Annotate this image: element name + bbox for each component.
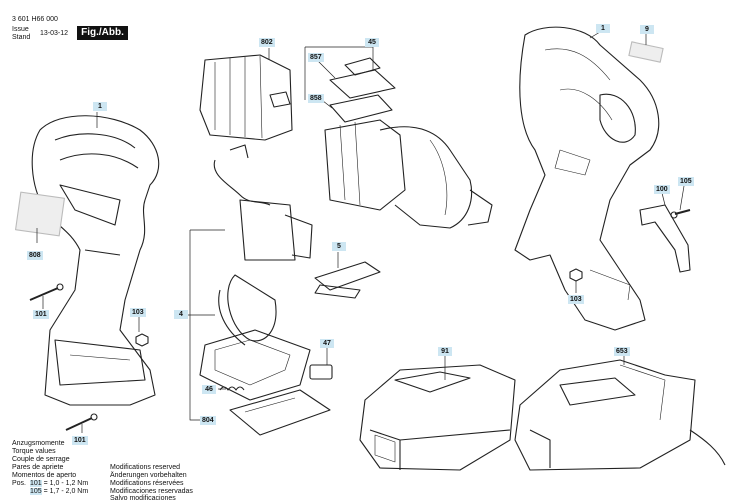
pos2-num: 105	[30, 488, 42, 495]
stand-label: Stand	[12, 34, 31, 41]
housing-right-drawing	[514, 26, 660, 331]
pos1-num: 101	[30, 480, 42, 487]
mod-de: Änderungen vorbehalten	[110, 472, 187, 479]
pos-label: Pos.	[12, 480, 27, 487]
gearbox-drawing	[324, 119, 406, 211]
callout-103-a: 103	[130, 308, 146, 317]
battery-drawing	[359, 364, 516, 471]
callout-808: 808	[27, 251, 43, 260]
pos1-value: = 1,0 - 1,2 Nm	[43, 480, 89, 487]
charger-drawing	[514, 359, 696, 471]
callout-105: 105	[678, 177, 694, 186]
callout-100: 100	[654, 185, 670, 194]
issue-label: Issue	[12, 26, 29, 33]
torque-de: Anzugsmomente	[12, 440, 65, 447]
callout-1-left: 1	[93, 102, 107, 111]
callout-857: 857	[308, 53, 324, 62]
mod-fr: Modifications réservées	[110, 480, 184, 487]
torque-fr: Couple de serrage	[12, 456, 70, 463]
callout-46: 46	[202, 385, 216, 394]
callout-9: 9	[640, 25, 654, 34]
callout-4: 4	[174, 310, 188, 319]
figure-label: Fig./Abb. 1	[77, 26, 128, 52]
callout-804: 804	[200, 416, 216, 425]
mod-pt: Salvo modificaciones	[110, 495, 176, 502]
callout-101-b: 101	[72, 436, 88, 445]
callout-103-b: 103	[568, 295, 584, 304]
mod-es: Modificaciones reservadas	[110, 488, 193, 495]
housing-left-drawing	[31, 115, 160, 406]
callout-858: 858	[308, 94, 324, 103]
callout-5: 5	[332, 242, 346, 251]
switch-drawing	[239, 199, 296, 261]
issue-date: 13-03-12	[40, 30, 69, 37]
callout-1-right: 1	[596, 24, 610, 33]
callout-802: 802	[259, 38, 275, 47]
motor-drawing	[199, 54, 293, 141]
pos1-number: 101 = 1,0 - 1,2 Nm	[30, 480, 88, 488]
pos2-value: = 1,7 - 2,0 Nm	[43, 488, 89, 495]
callout-47: 47	[320, 339, 334, 348]
mod-en: Modifications reserved	[110, 464, 181, 471]
callout-91: 91	[438, 347, 452, 356]
callout-101-a: 101	[33, 310, 49, 319]
torque-pt: Momentos de aperto	[12, 472, 77, 479]
torque-es: Pares de apriete	[12, 464, 64, 471]
pos2-number: 105 = 1,7 - 2,0 Nm	[30, 488, 88, 496]
torque-en: Torque values	[12, 448, 56, 455]
doc-number: 3 601 H66 000	[12, 16, 58, 23]
callout-45: 45	[365, 38, 379, 47]
callout-653: 653	[614, 347, 630, 356]
